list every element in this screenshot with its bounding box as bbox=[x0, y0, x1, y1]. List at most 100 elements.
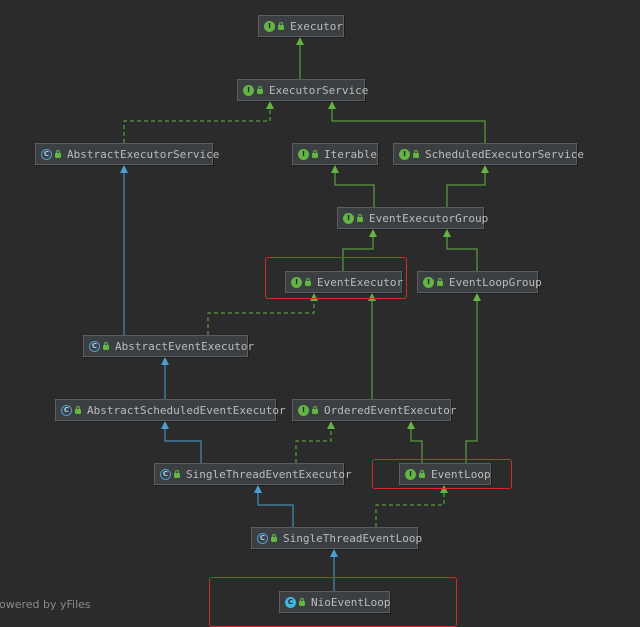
node-event-executor-group[interactable]: I EventExecutorGroup bbox=[337, 207, 488, 229]
node-label: ExecutorService bbox=[269, 83, 369, 97]
edge-line bbox=[207, 293, 315, 335]
edge-arrowhead bbox=[310, 293, 318, 301]
node-iterable[interactable]: I Iterable bbox=[292, 143, 378, 165]
edge-arrowhead bbox=[368, 293, 376, 301]
edge-abstract-scheduled-event-executor-to-abstract-event-executor bbox=[161, 357, 169, 399]
highlight-box-event-loop bbox=[372, 459, 512, 489]
edge-arrowhead bbox=[161, 421, 169, 429]
interface-icon: I bbox=[243, 84, 254, 96]
node-label: AbstractEventExecutor bbox=[115, 339, 255, 353]
node-abstract-event-executor[interactable]: C AbstractEventExecutor bbox=[83, 335, 254, 357]
edge-arrowhead bbox=[407, 421, 415, 429]
class-icon: C bbox=[285, 596, 296, 608]
interface-icon: I bbox=[405, 468, 416, 480]
edge-arrowhead bbox=[120, 165, 128, 173]
interface-icon: I bbox=[298, 404, 309, 416]
highlight-box-event-executor bbox=[265, 257, 407, 299]
edge-line bbox=[123, 101, 271, 143]
node-scheduled-executor-service[interactable]: I ScheduledExecutorService bbox=[393, 143, 584, 165]
edge-event-executor-to-event-executor-group bbox=[342, 229, 377, 271]
interface-icon: I bbox=[343, 212, 354, 224]
edge-arrowhead bbox=[266, 101, 274, 109]
edge-line bbox=[446, 165, 486, 207]
node-event-loop[interactable]: I EventLoop bbox=[399, 463, 491, 485]
edge-line bbox=[342, 229, 374, 271]
node-nio-event-loop[interactable]: C NioEventLoop bbox=[279, 591, 390, 613]
public-visibility-icon bbox=[103, 341, 109, 350]
public-visibility-icon bbox=[419, 469, 425, 478]
edge-event-loop-to-ordered-event-executor bbox=[407, 421, 423, 463]
edge-arrowhead bbox=[440, 485, 448, 493]
public-visibility-icon bbox=[278, 21, 284, 30]
node-label: EventLoopGroup bbox=[449, 275, 542, 289]
public-visibility-icon bbox=[305, 277, 311, 286]
public-visibility-icon bbox=[312, 405, 318, 414]
edge-line bbox=[331, 101, 486, 143]
edge-arrowhead bbox=[296, 37, 304, 45]
node-label: AbstractScheduledEventExecutor bbox=[87, 403, 286, 417]
node-label: EventExecutorGroup bbox=[369, 211, 489, 225]
interface-icon: I bbox=[399, 148, 410, 160]
edge-executor-service-to-executor bbox=[296, 37, 304, 79]
node-label: OrderedEventExecutor bbox=[324, 403, 457, 417]
node-label: NioEventLoop bbox=[311, 595, 391, 609]
public-visibility-icon bbox=[413, 149, 419, 158]
node-label: SingleThreadEventLoop bbox=[283, 531, 423, 545]
public-visibility-icon bbox=[271, 533, 277, 542]
edge-arrowhead bbox=[327, 421, 335, 429]
edge-line bbox=[164, 421, 202, 463]
edge-arrowhead bbox=[481, 165, 489, 173]
edge-event-loop-group-to-event-executor-group bbox=[443, 229, 478, 271]
edge-line bbox=[410, 421, 423, 463]
yfiles-watermark: owered by yFiles bbox=[0, 598, 91, 611]
node-label: Iterable bbox=[324, 147, 377, 161]
edge-single-thread-event-executor-to-abstract-scheduled-event-executor bbox=[161, 421, 202, 463]
interface-icon: I bbox=[291, 276, 302, 288]
edge-arrowhead bbox=[254, 485, 262, 493]
edge-abstract-executor-service-to-executor-service bbox=[123, 101, 274, 143]
node-abstract-scheduled-event-executor[interactable]: C AbstractScheduledEventExecutor bbox=[55, 399, 286, 421]
public-visibility-icon bbox=[437, 277, 443, 286]
interface-icon: I bbox=[298, 148, 309, 160]
node-executor-service[interactable]: I ExecutorService bbox=[237, 79, 369, 101]
edge-arrowhead bbox=[161, 357, 169, 365]
public-visibility-icon bbox=[174, 469, 180, 478]
edge-line bbox=[295, 421, 332, 463]
edge-line bbox=[446, 229, 478, 271]
edge-arrowhead bbox=[369, 229, 377, 237]
abstract-icon: C bbox=[61, 404, 72, 416]
abstract-icon: C bbox=[41, 148, 52, 160]
abstract-icon: C bbox=[89, 340, 100, 352]
edge-ordered-event-executor-to-event-executor bbox=[368, 293, 376, 399]
public-visibility-icon bbox=[75, 405, 81, 414]
abstract-icon: C bbox=[160, 468, 171, 480]
edge-arrowhead bbox=[328, 101, 336, 109]
node-single-thread-event-loop[interactable]: C SingleThreadEventLoop bbox=[251, 527, 422, 549]
edge-arrowhead bbox=[473, 293, 481, 301]
edge-scheduled-executor-service-to-executor-service bbox=[328, 101, 486, 143]
node-event-loop-group[interactable]: I EventLoopGroup bbox=[417, 271, 542, 293]
edge-arrowhead bbox=[331, 165, 339, 173]
public-visibility-icon bbox=[357, 213, 363, 222]
edge-event-loop-to-event-loop-group bbox=[465, 293, 481, 463]
node-label: ScheduledExecutorService bbox=[425, 147, 584, 161]
edge-nio-event-loop-to-single-thread-event-loop bbox=[330, 549, 338, 591]
edge-single-thread-event-loop-to-single-thread-event-executor bbox=[254, 485, 294, 527]
interface-icon: I bbox=[264, 20, 275, 32]
interface-icon: I bbox=[423, 276, 434, 288]
edge-arrowhead bbox=[443, 229, 451, 237]
edge-line bbox=[375, 485, 445, 527]
public-visibility-icon bbox=[55, 149, 61, 158]
edge-single-thread-event-executor-to-ordered-event-executor bbox=[295, 421, 335, 463]
edge-line bbox=[257, 485, 294, 527]
abstract-icon: C bbox=[257, 532, 268, 544]
node-ordered-event-executor[interactable]: I OrderedEventExecutor bbox=[292, 399, 456, 421]
node-label: EventLoop bbox=[431, 467, 491, 481]
public-visibility-icon bbox=[299, 597, 305, 606]
edge-line bbox=[334, 165, 375, 207]
